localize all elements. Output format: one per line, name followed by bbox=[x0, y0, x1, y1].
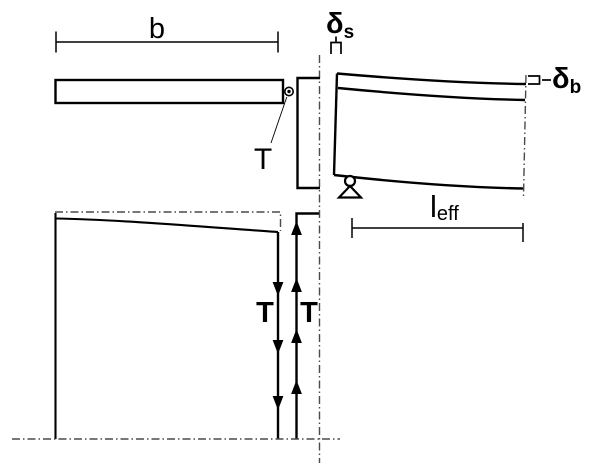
roller-support-icon bbox=[336, 174, 364, 199]
beam-undeformed-axis bbox=[522, 74, 527, 198]
beam-top-edge bbox=[336, 72, 527, 86]
slab-section: b T bbox=[54, 13, 320, 190]
connector-pin-icon bbox=[283, 86, 294, 97]
arrowhead-up-icon bbox=[291, 380, 302, 394]
support-triangle bbox=[336, 184, 364, 199]
beam-end-section bbox=[296, 76, 320, 190]
deflection-symbol: δ bbox=[552, 63, 570, 95]
slip-subscript: s bbox=[344, 22, 355, 43]
slab-plan: T T bbox=[12, 211, 340, 440]
connector-pin-circle bbox=[283, 86, 294, 97]
connector-pin-dot bbox=[287, 89, 291, 94]
slip-symbol: δ bbox=[326, 8, 344, 40]
deflection-gap-icon bbox=[528, 75, 541, 85]
shear-flow-left-label: T bbox=[256, 297, 274, 329]
connector-leader-line bbox=[270, 96, 288, 144]
slab-rect bbox=[54, 78, 285, 105]
arrowhead-down-icon bbox=[272, 282, 284, 296]
arrowhead-down-icon bbox=[272, 396, 284, 410]
stress-distribution-curve bbox=[55, 217, 279, 234]
slip-label: δs bbox=[326, 8, 354, 43]
span-subscript: eff bbox=[437, 203, 459, 225]
shear-flow-up-line bbox=[295, 212, 319, 439]
slab-width-label: b bbox=[149, 13, 165, 45]
deflection-subscript: b bbox=[570, 77, 582, 98]
arrowhead-up-icon bbox=[291, 329, 302, 343]
deflection-label: δb bbox=[552, 63, 581, 98]
span-symbol: l bbox=[430, 189, 437, 224]
arrowhead-up-icon bbox=[291, 278, 302, 292]
slip-gap-icon bbox=[330, 36, 342, 54]
beam-flange-edge bbox=[337, 86, 526, 102]
beam-elevation: δs δb leff bbox=[326, 8, 581, 242]
effective-span-label: leff bbox=[430, 189, 459, 225]
connector-force-label: T bbox=[254, 143, 272, 176]
beam-left-edge bbox=[332, 73, 339, 176]
shear-flow-right-label: T bbox=[300, 297, 318, 329]
arrowhead-up-icon bbox=[291, 221, 302, 235]
plan-outline-dashdot bbox=[55, 211, 282, 231]
arrowhead-down-icon bbox=[272, 340, 284, 354]
beam-bottom-edge bbox=[333, 173, 525, 190]
